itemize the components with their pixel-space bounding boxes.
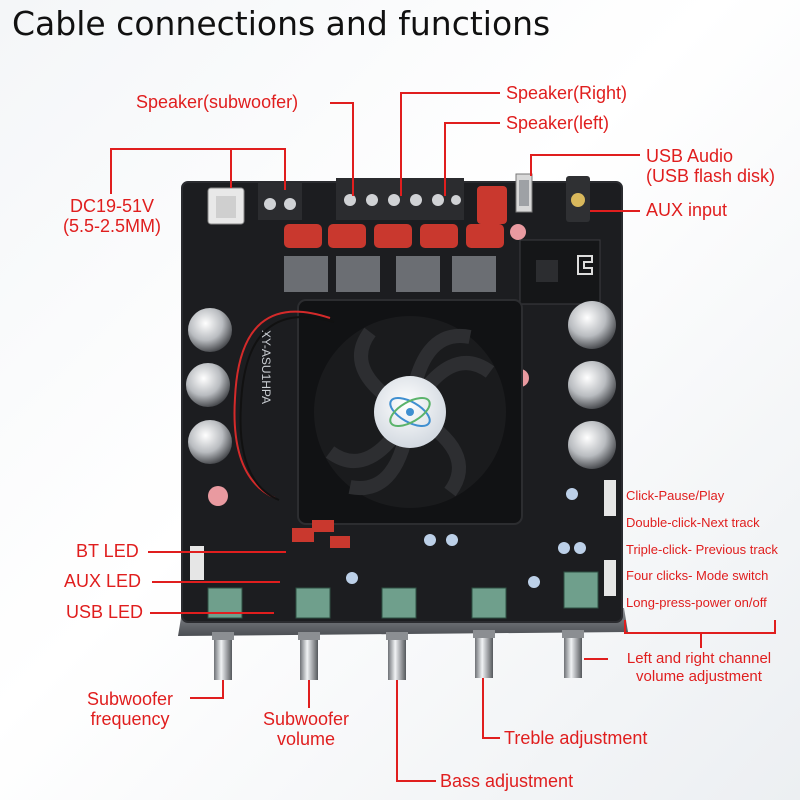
label-speaker-subwoofer: Speaker(subwoofer) [136, 92, 299, 112]
label-sub-freq-line1: Subwoofer [86, 689, 174, 709]
label-sub-freq-line2: frequency [90, 709, 170, 729]
leader-line [110, 148, 112, 194]
knob-lr-volume [564, 636, 582, 678]
leader-line [284, 148, 286, 190]
leader-line [584, 658, 608, 660]
leader-line [624, 620, 626, 634]
label-dc-line2: (5.5-2.5MM) [62, 216, 161, 236]
label-dc-line1: DC19-51V [69, 196, 155, 216]
label-aux-input: AUX input [646, 200, 728, 220]
leader-line [700, 632, 702, 648]
leader-line [110, 148, 286, 150]
leader-line [396, 680, 398, 782]
label-treble-adjustment: Treble adjustment [504, 728, 648, 748]
leader-line [530, 154, 640, 156]
leader-line [190, 697, 224, 699]
leader-line [482, 678, 484, 738]
label-speaker-right: Speaker(Right) [506, 83, 628, 103]
leader-line [396, 780, 436, 782]
function-item-four-clicks: Four clicks- Mode switch [626, 568, 769, 583]
label-dc-input: DC19-51V (5.5-2.5MM) [50, 196, 174, 236]
label-sub-vol-line1: Subwoofer [262, 709, 350, 729]
label-usb-audio: USB Audio (USB flash disk) [646, 146, 775, 186]
label-aux-led: AUX LED [64, 571, 142, 591]
label-usb-led: USB LED [66, 602, 144, 622]
leader-line [152, 581, 280, 583]
knob-treble [475, 636, 493, 678]
leader-line [774, 620, 776, 634]
function-item-click: Click-Pause/Play [626, 488, 725, 503]
leader-line [150, 612, 274, 614]
leader-line [530, 154, 532, 176]
label-sub-vol-line2: volume [276, 729, 336, 749]
knob-subwoofer-frequency [214, 638, 232, 680]
knob-bass [388, 638, 406, 680]
leader-line [330, 102, 354, 104]
leader-line [444, 122, 500, 124]
label-subwoofer-volume: Subwoofer volume [246, 709, 366, 749]
leader-line [222, 680, 224, 698]
board-model-text: XY-ASU1HPA [259, 330, 273, 404]
subwoofer-terminal [258, 182, 302, 220]
label-subwoofer-frequency: Subwoofer frequency [70, 689, 190, 729]
function-item-double-click: Double-click-Next track [626, 515, 760, 530]
label-bt-led: BT LED [76, 541, 139, 561]
label-usb-audio-line2: (USB flash disk) [646, 166, 776, 186]
label-lr-vol-line2: volume adjustment [636, 668, 762, 685]
leader-line [230, 148, 232, 188]
leader-line [308, 680, 310, 708]
leader-line [400, 92, 402, 196]
label-usb-audio-line1: USB Audio [646, 146, 734, 166]
function-item-triple-click: Triple-click- Previous track [626, 542, 778, 557]
label-lr-vol-line1: Left and right channel [626, 650, 772, 667]
function-item-long-press: Long-press-power on/off [626, 595, 767, 610]
label-bass-adjustment: Bass adjustment [440, 771, 574, 791]
label-lr-volume: Left and right channel volume adjustment [614, 650, 784, 686]
capacitor [188, 308, 232, 352]
knob-subwoofer-volume [300, 638, 318, 680]
leader-line [482, 737, 500, 739]
label-speaker-left: Speaker(left) [506, 113, 610, 133]
page-title: Cable connections and functions [12, 4, 551, 43]
leader-line [444, 122, 446, 196]
leader-line [352, 102, 354, 196]
leader-line [148, 551, 286, 553]
leader-line [400, 92, 500, 94]
leader-line [590, 210, 640, 212]
bluetooth-module [519, 239, 601, 305]
